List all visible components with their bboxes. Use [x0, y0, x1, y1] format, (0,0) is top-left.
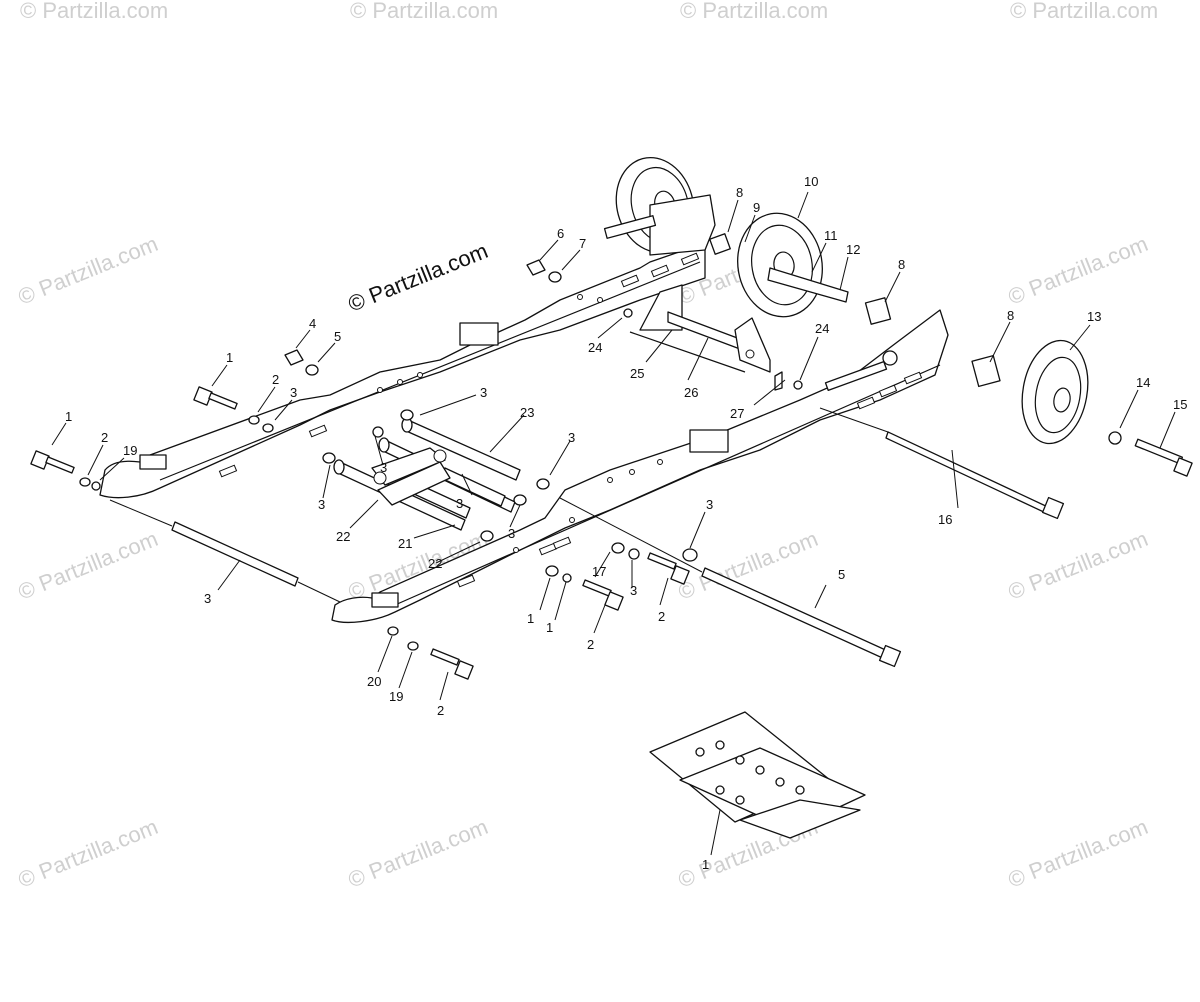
- long-bolt: [559, 497, 902, 668]
- leader-lines: [51, 191, 1176, 856]
- callout-label: 10: [804, 174, 818, 189]
- watermark: © Partzilla.com: [15, 814, 162, 893]
- rear-idler-wheel: [971, 339, 1193, 477]
- front-cross-rod: [109, 499, 341, 603]
- callout-label: 5: [838, 567, 845, 582]
- watermark: © Partzilla.com: [345, 814, 492, 893]
- callout-label: 19: [123, 443, 137, 458]
- callout-label: 17: [592, 564, 606, 579]
- track-slide-part: [649, 711, 866, 839]
- callout-labels: 1 2 19 1 2 3 4 5 6 7 8 9 10 11 12 8 24 2…: [65, 174, 1187, 872]
- callout-label: 3: [630, 583, 637, 598]
- callout-label: 13: [1087, 309, 1101, 324]
- callout-label: 23: [520, 405, 534, 420]
- callout-label: 11: [824, 228, 838, 243]
- callout-label: 25: [630, 366, 644, 381]
- callout-label: 1: [702, 857, 709, 872]
- callout-label: 3: [290, 385, 297, 400]
- callout-label: 4: [309, 316, 316, 331]
- callout-label: 15: [1173, 397, 1187, 412]
- callout-label: 3: [318, 497, 325, 512]
- callout-label: 2: [101, 430, 108, 445]
- watermark: © Partzilla.com: [20, 0, 168, 23]
- callout-label: 27: [730, 406, 744, 421]
- callout-label: 3: [706, 497, 713, 512]
- callout-label: 20: [367, 674, 381, 689]
- link-arm-assembly: [371, 447, 451, 506]
- lower-fasteners: [387, 542, 698, 680]
- watermark: © Partzilla.com: [15, 526, 162, 605]
- callout-label: 1: [65, 409, 72, 424]
- callout-label: 9: [753, 200, 760, 215]
- callout-label: 24: [588, 340, 602, 355]
- callout-label: 14: [1136, 375, 1150, 390]
- callout-label: 19: [389, 689, 403, 704]
- callout-label: 3: [480, 385, 487, 400]
- callout-label: 3: [508, 526, 515, 541]
- watermark: © Partzilla.com: [1005, 526, 1152, 605]
- callout-label: 26: [684, 385, 698, 400]
- callout-label: 3: [204, 591, 211, 606]
- callout-label: 22: [428, 556, 442, 571]
- watermark: © Partzilla.com: [15, 231, 162, 310]
- watermark: © Partzilla.com: [350, 0, 498, 23]
- callout-label: 8: [898, 257, 905, 272]
- callout-label: 21: [398, 536, 412, 551]
- idler-wheel-right: [709, 212, 892, 325]
- idler-wheel-left: [603, 156, 716, 256]
- callout-label: 3: [568, 430, 575, 445]
- watermark: © Partzilla.com: [1005, 814, 1152, 893]
- callout-label: 3: [456, 496, 463, 511]
- callout-label: 12: [846, 242, 860, 257]
- front-fasteners: [30, 259, 562, 542]
- callout-label: 24: [815, 321, 829, 336]
- callout-label: 1: [527, 611, 534, 626]
- rear-cross-shaft: [819, 407, 1065, 520]
- watermark: © Partzilla.com: [1005, 231, 1152, 310]
- callout-label: 1: [546, 620, 553, 635]
- callout-label: 5: [334, 329, 341, 344]
- callout-label: 3: [380, 460, 387, 475]
- watermark: © Partzilla.com: [680, 0, 828, 23]
- callout-label: 2: [658, 609, 665, 624]
- callout-label: 2: [272, 372, 279, 387]
- callout-label: 2: [437, 703, 444, 718]
- rear-axle-bracket: [623, 284, 803, 391]
- right-rail: [331, 309, 949, 624]
- watermark-main: © Partzilla.com: [345, 238, 492, 317]
- rear-threaded-bolt: [824, 350, 898, 392]
- callout-label: 2: [587, 637, 594, 652]
- callout-label: 16: [938, 512, 952, 527]
- left-rail: [99, 242, 706, 499]
- suspension-drawing: [30, 156, 1193, 856]
- callout-label: 7: [579, 236, 586, 251]
- callout-label: 1: [226, 350, 233, 365]
- watermark: © Partzilla.com: [1010, 0, 1158, 23]
- callout-label: 6: [557, 226, 564, 241]
- callout-label: 22: [336, 529, 350, 544]
- callout-label: 8: [736, 185, 743, 200]
- callout-label: 8: [1007, 308, 1014, 323]
